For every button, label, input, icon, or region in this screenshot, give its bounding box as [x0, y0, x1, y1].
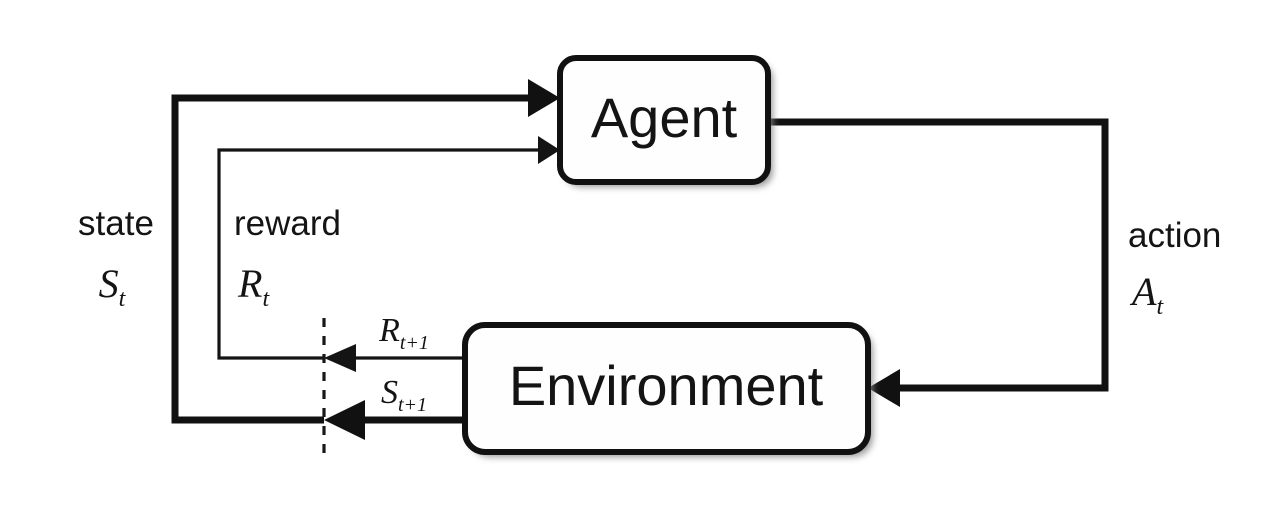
action-word: action — [1128, 216, 1221, 255]
node-environment[interactable]: Environment — [462, 322, 871, 455]
label-state-next: St+1 — [381, 374, 427, 416]
agent-label: Agent — [591, 86, 738, 149]
state-symbol-group: St — [99, 261, 127, 312]
environment-box-fill — [465, 325, 868, 452]
state-word: state — [78, 204, 154, 243]
edge-agent-to-environment — [768, 118, 1109, 407]
action-subscript: t — [1156, 294, 1164, 320]
agent-box-outline — [557, 55, 771, 185]
state-next-group: St+1 — [381, 374, 427, 416]
state-subscript: t — [119, 286, 127, 312]
action-symbol-group: At — [1129, 269, 1164, 320]
reward-subscript: t — [262, 286, 270, 312]
label-state: state St — [78, 204, 154, 312]
reward-next-symbol: R — [378, 312, 400, 349]
environment-box-outline — [462, 322, 871, 455]
state-next-subscript: t+1 — [398, 394, 427, 416]
reward-next-group: Rt+1 — [378, 312, 429, 354]
label-action: action At — [1128, 216, 1221, 320]
label-reward-next: Rt+1 — [378, 312, 429, 354]
edge-state-to-agent — [171, 79, 560, 424]
edge-environment-state-out — [324, 400, 465, 440]
reward-next-subscript: t+1 — [400, 332, 429, 354]
action-symbol: A — [1129, 269, 1157, 314]
edge-environment-reward-out — [324, 344, 465, 372]
state-symbol: S — [99, 261, 119, 306]
environment-label: Environment — [509, 354, 824, 417]
reward-symbol: R — [237, 261, 262, 306]
edge-reward-to-agent — [217, 136, 560, 360]
reward-word: reward — [234, 204, 341, 243]
state-next-symbol: S — [381, 374, 398, 411]
label-reward: reward Rt — [234, 204, 341, 312]
node-agent[interactable]: Agent — [557, 55, 771, 185]
agent-box-fill — [560, 58, 768, 182]
reward-symbol-group: Rt — [237, 261, 270, 312]
